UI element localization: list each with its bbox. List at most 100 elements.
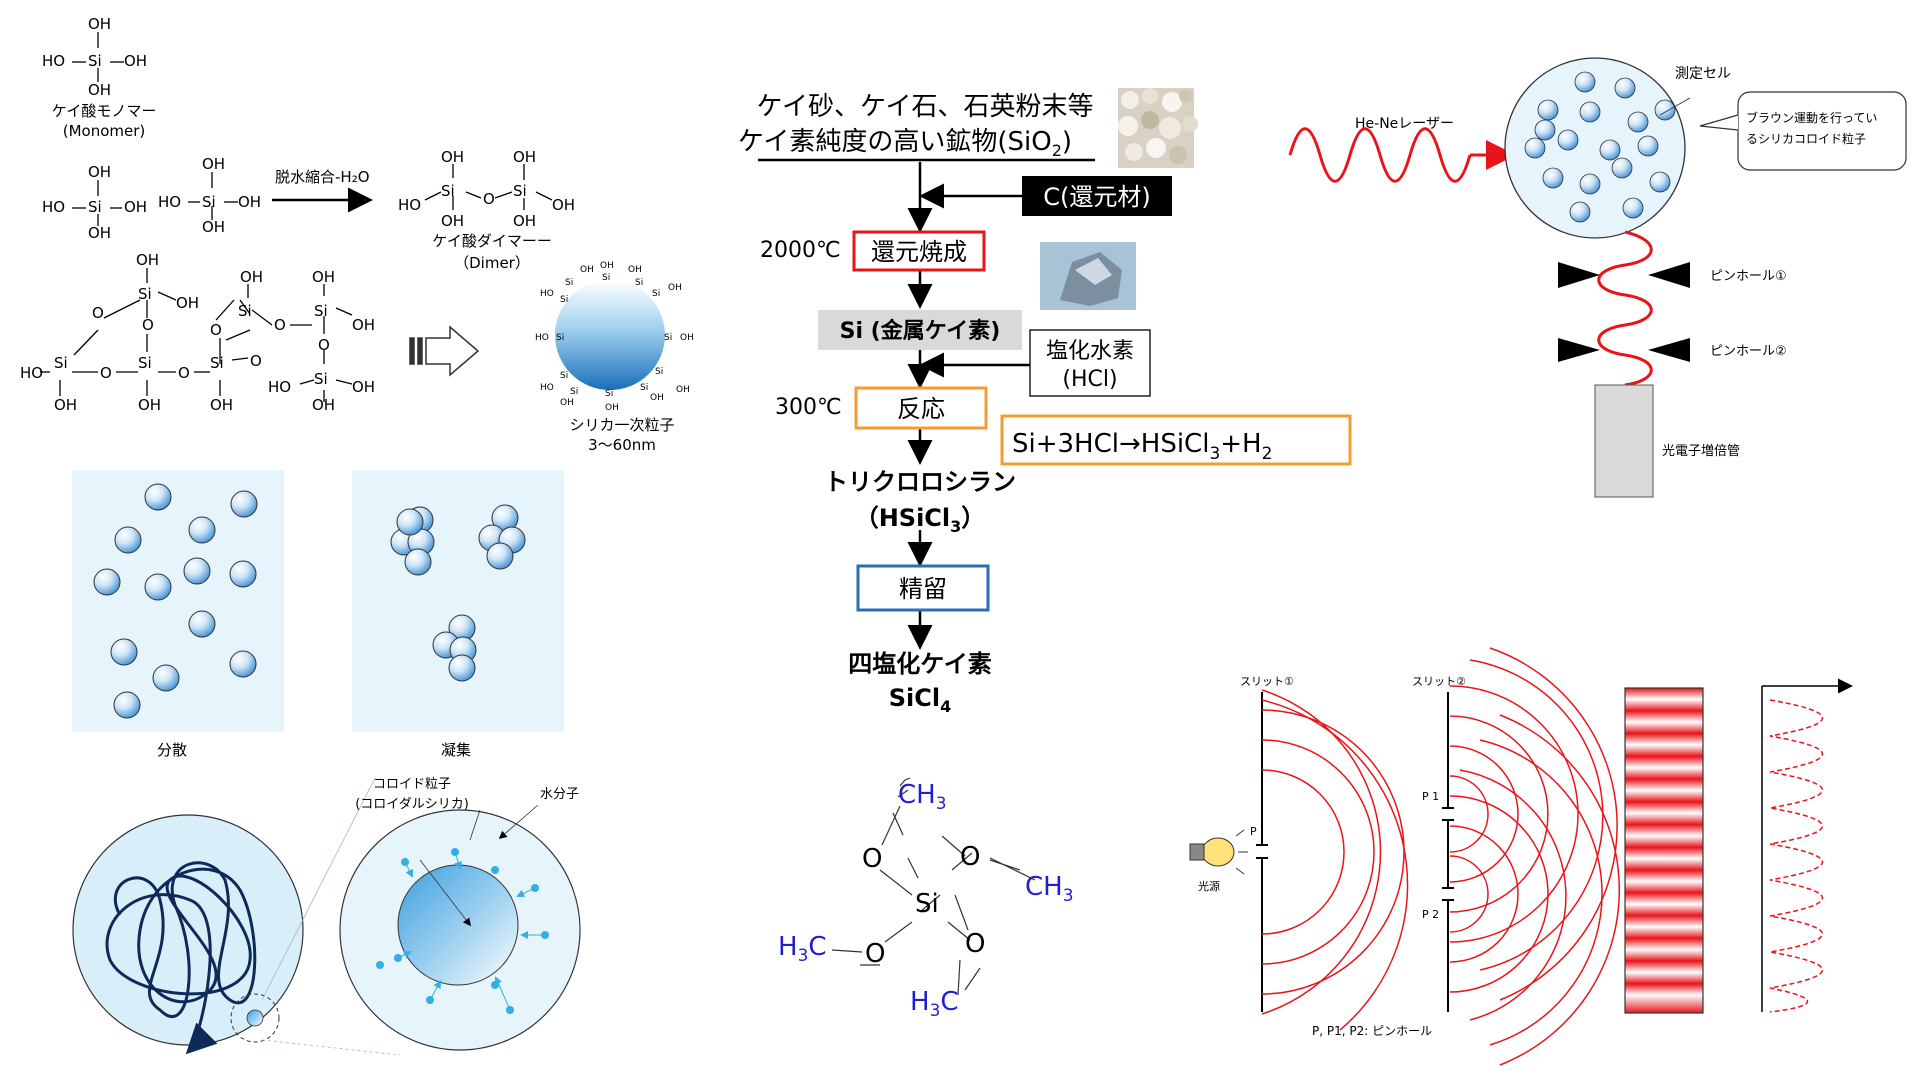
slit-caption: P, P1, P2: ピンホール	[1312, 1024, 1432, 1038]
waves-p2	[1449, 714, 1621, 1066]
silica-primary-particle	[555, 280, 665, 390]
poly-oh-7: OH	[312, 268, 335, 286]
tcs-name: トリクロロシラン	[824, 468, 1016, 496]
colloid-particle	[397, 864, 519, 986]
callout-line-1: ブラウン運動を行ってい	[1746, 110, 1877, 125]
dispersed-particles	[93, 483, 258, 719]
colloid-label-1: コロイド粒子	[373, 777, 451, 792]
svg-text:Si: Si	[570, 387, 578, 397]
monomer-structure	[72, 32, 124, 82]
svg-text:Si: Si	[605, 389, 613, 399]
poly-o-3: O	[100, 364, 112, 382]
poly-oh-1: OH	[136, 251, 159, 269]
zoom-line-1	[261, 777, 376, 1001]
poly-oh-4: OH	[138, 396, 161, 414]
svg-text:Si: Si	[664, 333, 672, 343]
waves-p	[1261, 689, 1409, 1031]
dispersed-label: 分散	[157, 741, 187, 759]
tmos-o-2: O	[960, 842, 980, 872]
pinhole-p1: P 1	[1422, 790, 1439, 803]
dimer-name: ケイ酸ダイマーー	[432, 232, 552, 250]
tmos-ch3-right: CH3	[1025, 872, 1074, 906]
tmos-ch3-top: CH3	[898, 780, 947, 814]
poly-si-4: Si	[210, 354, 224, 372]
tcs-formula: （HSiCl3）	[855, 504, 986, 536]
dimer-right-si: Si	[202, 193, 216, 211]
distillation-box	[856, 564, 990, 612]
water-molecules	[376, 848, 549, 1014]
poly-oh-6: OH	[240, 268, 263, 286]
poly-o-7: O	[274, 316, 286, 334]
poly-o-5: O	[210, 321, 222, 339]
dimer-si-2: Si	[513, 182, 527, 200]
reaction-label: 反応	[897, 395, 945, 423]
dimer-left-si: Si	[88, 198, 102, 216]
metal-si-photo	[1040, 242, 1136, 310]
svg-text:HO: HO	[540, 289, 554, 299]
svg-text:OH: OH	[605, 403, 619, 413]
poly-oh-5: OH	[210, 396, 233, 414]
dimer-product-bonds	[424, 164, 553, 210]
dimer-oh-5: OH	[513, 212, 536, 230]
tmos-si: Si	[915, 889, 939, 919]
poly-si-7: Si	[314, 370, 328, 388]
svg-text:OH: OH	[600, 261, 614, 271]
poly-oh-10: OH	[312, 396, 335, 414]
poly-si-3: Si	[138, 354, 152, 372]
svg-text:OH: OH	[668, 283, 682, 293]
hcl-box	[1029, 329, 1151, 397]
monomer-ho-left: HO	[42, 52, 65, 70]
laser-wave	[1288, 127, 1472, 183]
dimer-si-1: Si	[441, 182, 455, 200]
poly-o-8: O	[318, 336, 330, 354]
dimer-oh-1: OH	[441, 148, 464, 166]
poly-ho-1: HO	[20, 364, 43, 382]
slit-walls	[1256, 692, 1454, 1012]
poly-o-2: O	[142, 316, 154, 334]
aggregated-particles	[390, 504, 526, 682]
pmt-box	[1594, 384, 1654, 498]
monomer-oh-right: OH	[124, 52, 147, 70]
poly-si-5: Si	[238, 302, 252, 320]
svg-text:Si: Si	[655, 367, 663, 377]
dimer-oh-4: OH	[552, 196, 575, 214]
silicic-acid-panel: OH Si HO OH OH ケイ酸モノマー (Monomer) OH Si H…	[20, 15, 694, 454]
light-bulb-icon	[1189, 829, 1248, 875]
two-monomers-bonds	[72, 172, 238, 226]
double-slit: スリット① スリット② P P 1 P 2 光源	[1189, 647, 1853, 1066]
dimer-oh-3: OH	[513, 148, 536, 166]
tmos-h3c-bottom: H3C	[910, 987, 959, 1021]
pinhole-p: P	[1250, 825, 1257, 838]
reductant-box	[1022, 176, 1172, 216]
poly-si-1: Si	[138, 285, 152, 303]
fringe-screen	[1624, 687, 1704, 1014]
dls-setup: He-Neレーザー 測定セル ブラウン運動を行ってい るシリカコロイド粒子 ピン…	[1288, 57, 1907, 498]
pinhole-p2: P 2	[1422, 908, 1439, 921]
pinhole-1-label: ピンホール①	[1710, 269, 1787, 284]
equation-box	[1000, 414, 1352, 466]
callout-line-2: るシリカコロイド粒子	[1746, 131, 1866, 146]
svg-text:Si: Si	[556, 333, 564, 343]
temp-300: 300℃	[775, 395, 842, 420]
dimer-english: （Dimer）	[454, 254, 530, 272]
dimer-bridge-o: O	[483, 190, 495, 208]
poly-oh-3: OH	[54, 396, 77, 414]
poly-ho-2: HO	[268, 378, 291, 396]
svg-text:OH: OH	[650, 393, 664, 403]
particle-size: 3～60nm	[588, 436, 656, 454]
colloid-label-2: (コロイダルシリカ)	[355, 797, 469, 812]
svg-text:Si: Si	[640, 383, 648, 393]
temp-2000: 2000℃	[760, 238, 841, 263]
svg-text:HO: HO	[535, 333, 549, 343]
product-name: 四塩化ケイ素	[848, 650, 992, 678]
cell-label: 測定セル	[1675, 66, 1731, 82]
tmos-o-4: O	[965, 929, 985, 959]
water-arrows	[397, 851, 545, 1011]
svg-text:OH: OH	[580, 265, 594, 275]
waves-p1	[1449, 647, 1618, 1001]
svg-text:Si: Si	[635, 278, 643, 288]
dimer-oh-2: OH	[441, 212, 464, 230]
monomer-si: Si	[88, 52, 102, 70]
